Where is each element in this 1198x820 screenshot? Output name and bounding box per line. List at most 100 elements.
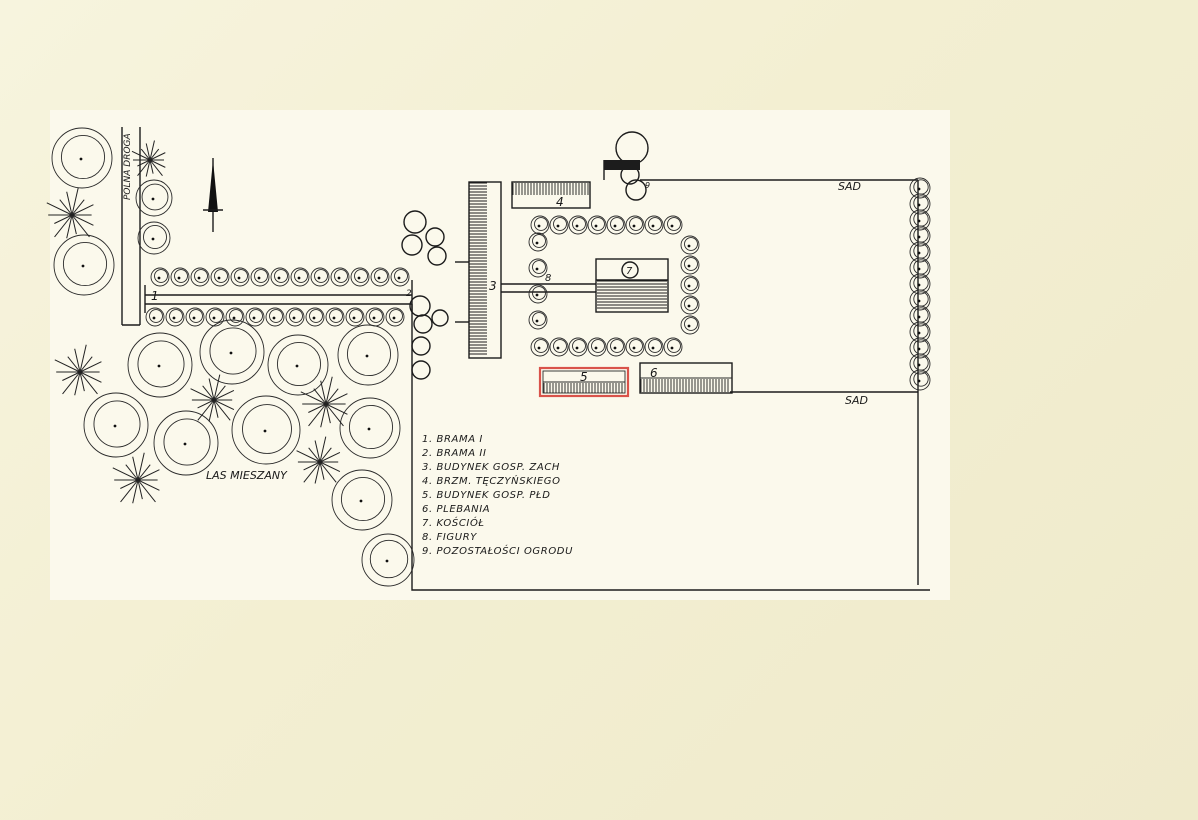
churchyard-tree-icon [680,275,700,295]
churchyard-tree-icon [680,235,700,255]
churchyard-tree-icon [606,337,626,357]
churchyard-tree-icon [528,284,548,304]
churchyard-tree-icon [587,215,607,235]
churchyard-tree-icon [549,337,569,357]
conifer-icon [190,374,235,422]
deciduous-tree-icon [331,469,393,531]
churchyard-tree-icon [606,215,626,235]
deciduous-tree-icon [361,533,415,587]
field-road: POLNA DROGA [121,127,141,326]
avenue-tree-icon [290,267,310,287]
building-3: 3 [455,181,502,359]
churchyard-tree-icon [625,337,645,357]
orchard-tree-icon [909,193,931,215]
churchyard-tree-icon [530,337,550,357]
conifer-icon [46,187,94,239]
churchyard-tree-icon [530,215,550,235]
orchard-tree-column [909,177,931,391]
legend: 1. BRAMA I 2. BRAMA II 3. BUDYNEK GOSP. … [422,434,573,557]
avenue-tree-row-bottom [145,307,405,327]
orchard-tree-icon [909,305,931,327]
conifer-icon [300,376,348,428]
deciduous-tree-icon [267,334,329,396]
avenue-tree-icon [205,307,225,327]
legend-item-2: 2. BRAMA II [422,448,487,459]
churchyard-tree-icon [587,337,607,357]
orchard-tree-icon [909,289,931,311]
orchard-label-top: SAD [838,180,861,193]
church-path [501,283,596,293]
avenue-tree-icon [185,307,205,327]
orchard-tree-icon [909,321,931,343]
avenue-tree-icon [350,267,370,287]
avenue-tree-icon [190,267,210,287]
building-7-number: 7 [626,266,633,277]
orchard-tree-icon [909,209,931,231]
churchyard-tree-icon [568,215,588,235]
deciduous-tree-icon [199,319,265,385]
avenue-tree-row-top [150,267,410,287]
orchard-tree-icon [909,177,931,199]
conifer-icon [112,452,160,504]
gate-2-number: 2 [406,289,412,299]
deciduous-tree-icon [53,234,115,296]
road-label: POLNA DROGA [123,133,133,200]
churchyard-tree-icon [644,215,664,235]
building-7-church: 7 [595,258,669,313]
legend-item-5: 5. BUDYNEK GOSP. PŁD [422,490,551,501]
avenue-tree-icon [225,307,245,327]
deciduous-tree-icon [153,410,219,476]
orchard-tree-icon [909,273,931,295]
garden-remnants: 9 [603,131,650,201]
building-4: 4 [511,181,591,209]
churchyard-tree-icon [528,310,548,330]
avenue-tree-icon [325,307,345,327]
deciduous-tree-icon [337,324,399,386]
avenue-tree-icon [345,307,365,327]
orchard-tree-icon [909,353,931,375]
building-6: 6 [639,362,733,394]
building-6-number: 6 [650,366,658,380]
conifer-icon [54,344,102,396]
legend-item-3: 3. BUDYNEK GOSP. ZACH [422,462,560,473]
deciduous-tree-icon [51,127,113,189]
avenue-tree-icon [390,267,410,287]
avenue-tree-icon [210,267,230,287]
avenue-tree-icon [165,307,185,327]
deciduous-tree-icon [135,179,173,217]
churchyard-tree-icon [680,255,700,275]
avenue-tree-icon [230,267,250,287]
churchyard-tree-icon [625,215,645,235]
avenue-tree-icon [285,307,305,327]
orchard-tree-icon [909,241,931,263]
conifer-icon [131,140,166,177]
orchard-tree-icon [909,225,931,247]
churchyard-tree-icon [528,258,548,278]
avenue-tree-icon [365,307,385,327]
garden-number: 9 [645,181,650,190]
north-arrow-icon [203,158,223,232]
deciduous-tree-icon [339,397,401,459]
mixed-forest [46,127,415,587]
gate-1-number: 1 [151,289,159,303]
avenue-tree-icon [305,307,325,327]
orchard-label-bottom: SAD [845,394,868,407]
legend-item-1: 1. BRAMA I [422,434,483,445]
churchyard-tree-icon [680,315,700,335]
figures-number: 8 [545,273,551,284]
avenue-tree-icon [270,267,290,287]
legend-item-9: 9. POZOSTAŁOŚCI OGRODU [422,544,573,557]
avenue-tree-icon [310,267,330,287]
forest-label: LAS MIESZANY [206,469,288,482]
churchyard-tree-icon [644,337,664,357]
churchyard-tree-ring [528,215,700,357]
legend-item-7: 7. KOŚCIÓŁ [422,516,485,529]
churchyard-tree-icon [663,215,683,235]
building-3-number: 3 [489,279,497,293]
conifer-icon [296,436,341,484]
building-4-number: 4 [556,195,564,209]
building-5-number: 5 [580,370,588,384]
deciduous-tree-icon [231,395,301,465]
avenue-tree-icon [265,307,285,327]
